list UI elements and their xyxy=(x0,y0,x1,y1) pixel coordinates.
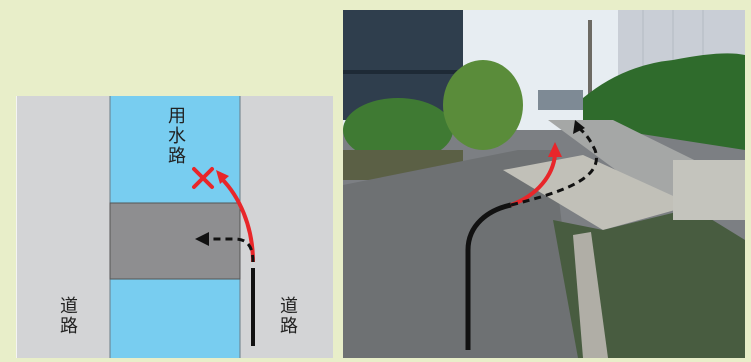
road-left-label: 道路 xyxy=(57,296,78,336)
site-photo xyxy=(343,10,745,358)
photo-dashed-path xyxy=(510,126,598,207)
concrete-block xyxy=(673,160,745,220)
canal-wall xyxy=(573,232,608,358)
utility-pole xyxy=(588,20,592,120)
road-right-label: 道路 xyxy=(277,296,298,336)
cross-mark-icon xyxy=(192,167,214,189)
photo-path-black xyxy=(465,202,512,350)
photo-path-red xyxy=(510,154,557,207)
bridge xyxy=(109,202,241,280)
vehicle-path-red xyxy=(219,176,255,263)
red-arrow-head xyxy=(216,170,229,184)
photo-dashed-arrow-head xyxy=(573,120,585,134)
dashed-arrow-icon xyxy=(207,237,255,263)
canal-label: 用水路 xyxy=(165,106,186,166)
tree xyxy=(443,60,523,150)
photo-svg xyxy=(343,10,745,358)
photo-red-arrow-head xyxy=(548,142,562,157)
diagram-svg xyxy=(17,96,333,358)
road-canal-diagram: 用水路 道路 道路 xyxy=(16,96,333,358)
dashed-arrow-head xyxy=(195,232,209,246)
shrubs xyxy=(343,98,453,162)
